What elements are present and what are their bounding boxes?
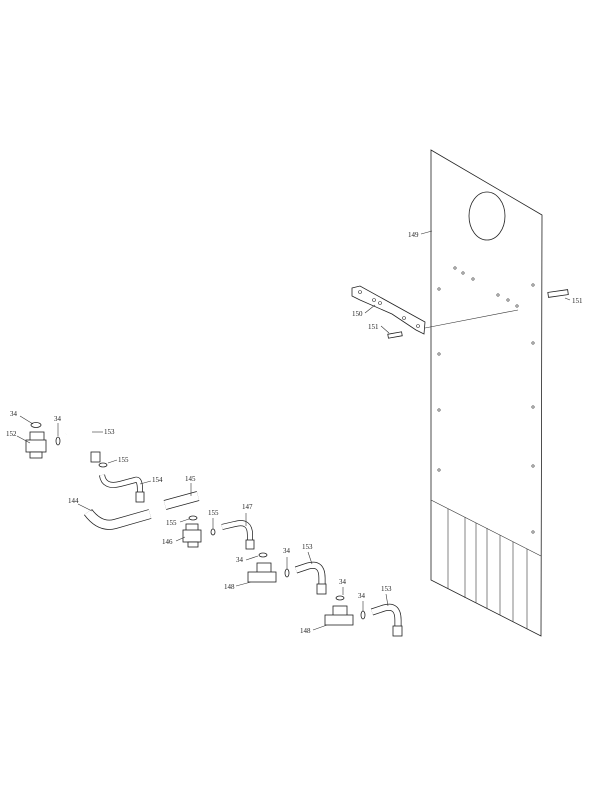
label-151: 151 [572,297,583,305]
label-155: 155 [208,509,219,517]
label-34: 34 [236,556,244,564]
label-147: 147 [242,503,253,511]
label-152: 152 [6,430,17,438]
label-153: 153 [302,543,313,551]
label-155: 155 [166,519,177,527]
label-149: 149 [408,231,419,239]
label-155: 155 [118,456,129,464]
label-148: 148 [300,627,311,635]
valve-148-upper [247,552,290,583]
label-151: 151 [368,323,379,331]
mounting-bracket [351,285,519,339]
label-34: 34 [358,592,366,600]
label-34: 34 [10,410,18,418]
label-144: 144 [68,497,79,505]
screw-151 [547,289,569,298]
back-panel [430,149,543,637]
label-148: 148 [224,583,235,591]
label-145: 145 [185,475,196,483]
valve-152 [25,422,61,459]
valve-148-lower [324,595,366,626]
label-34: 34 [339,578,347,586]
label-153: 153 [104,428,115,436]
label-153: 153 [381,585,392,593]
label-154: 154 [152,476,163,484]
valve-146 [182,515,216,548]
label-34: 34 [283,547,291,555]
label-150: 150 [352,310,363,318]
label-34: 34 [54,415,62,423]
label-146: 146 [162,538,173,546]
